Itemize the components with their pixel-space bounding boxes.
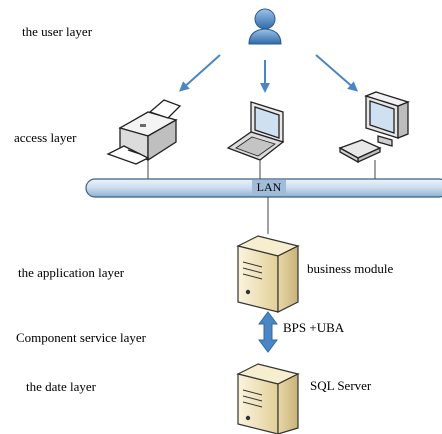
device-connection-lines <box>147 160 376 180</box>
bps-uba-label: BPS +UBA <box>283 320 345 335</box>
printer-icon <box>106 99 182 165</box>
business-module-label: business module <box>307 261 394 276</box>
lan-label: LAN <box>257 180 282 194</box>
user-icon <box>248 8 282 45</box>
access-layer-label: access layer <box>14 130 77 145</box>
lan-bus: LAN <box>85 178 442 198</box>
desktop-computer-icon <box>338 91 410 164</box>
user-layer-label: the user layer <box>22 24 93 39</box>
application-layer-label: the application layer <box>18 265 125 280</box>
laptop-icon <box>226 101 285 161</box>
bps-uba-double-arrow <box>258 311 278 353</box>
database-server-icon <box>236 363 300 434</box>
sql-server-label: SQL Server <box>310 378 372 393</box>
component-service-layer-label: Component service layer <box>16 330 146 345</box>
server-icon <box>236 235 300 313</box>
data-layer-label: the date layer <box>26 379 97 394</box>
user-to-devices-arrows <box>179 54 359 93</box>
